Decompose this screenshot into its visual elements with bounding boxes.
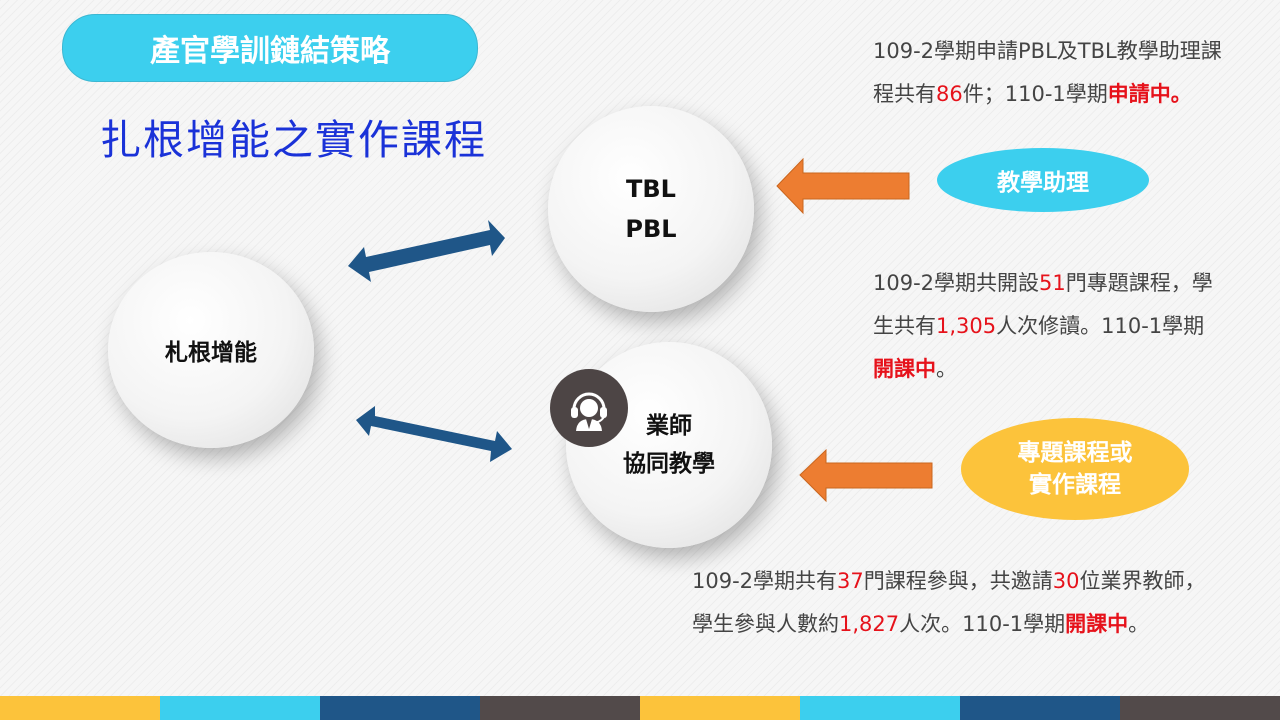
footer-bar-4 <box>480 696 640 720</box>
root-circle: 札根增能 <box>108 252 314 448</box>
t1-count: 86 <box>936 82 963 106</box>
customer-support-headset-icon <box>550 369 628 447</box>
tbl-pbl-circle: TBL PBL <box>548 106 754 312</box>
t2-part-a: 109-2學期共開設 <box>873 271 1040 295</box>
project-course-label-line2: 實作課程 <box>1029 472 1121 498</box>
t3-part-d: 學生參與人數約 <box>692 612 839 636</box>
teaching-assistant-ellipse: 教學助理 <box>937 148 1149 212</box>
teacher-label-line1: 業師 <box>646 413 692 439</box>
footer-bar-1 <box>0 696 160 720</box>
orange-arrow-upper <box>776 157 910 215</box>
double-arrow-lower <box>356 406 512 462</box>
industry-teacher-stats-text: 109-2學期共有37門課程參與，共邀請30位業界教師， 學生參與人數約1,82… <box>692 560 1206 646</box>
t2-students: 1,305 <box>936 314 997 338</box>
footer-bar-3 <box>320 696 480 720</box>
teacher-label-line2: 協同教學 <box>623 451 715 477</box>
t3-courses: 37 <box>837 569 864 593</box>
root-circle-label: 札根增能 <box>165 340 257 366</box>
tbl-label: TBL <box>626 175 676 203</box>
t1-period: 。 <box>1170 82 1192 106</box>
t3-part-a: 109-2學期共有 <box>692 569 838 593</box>
t2-part-d: 人次修讀。110-1學期 <box>996 314 1205 338</box>
t1-status: 申請中 <box>1107 82 1171 106</box>
orange-arrow-lower <box>799 448 933 503</box>
double-arrow-upper <box>348 220 505 282</box>
footer-bar-7 <box>960 696 1120 720</box>
page-title: 產官學訓鏈結策略 <box>150 34 390 69</box>
project-course-ellipse: 專題課程或 實作課程 <box>961 418 1189 520</box>
pbl-label: PBL <box>625 215 677 243</box>
t3-part-b: 門課程參與，共邀請 <box>863 569 1053 593</box>
t3-part-c: 位業界教師， <box>1079 569 1206 593</box>
title-pill: 產官學訓鏈結策略 <box>62 14 478 82</box>
t1-part-c: 件；110-1學期 <box>962 82 1108 106</box>
t3-period: 。 <box>1128 612 1150 636</box>
assistant-stats-text: 109-2學期申請PBL及TBL教學助理課 程共有86件；110-1學期申請中。 <box>873 30 1222 116</box>
t1-line1: 109-2學期申請PBL及TBL教學助理課 <box>873 39 1222 63</box>
t2-period: 。 <box>936 357 957 381</box>
t2-part-b: 門專題課程，學 <box>1065 271 1213 295</box>
page-subtitle: 扎根增能之實作課程 <box>100 116 487 164</box>
t3-part-e: 人次。110-1學期 <box>899 612 1066 636</box>
footer-bar-5 <box>640 696 800 720</box>
t2-status: 開課中 <box>873 357 936 381</box>
footer-bar-2 <box>160 696 320 720</box>
t2-courses: 51 <box>1039 271 1066 295</box>
t3-students: 1,827 <box>839 612 900 636</box>
footer-bar-6 <box>800 696 960 720</box>
footer-bar-8 <box>1120 696 1280 720</box>
t3-status: 開課中 <box>1065 612 1129 636</box>
t3-teachers: 30 <box>1052 569 1080 593</box>
project-course-label-line1: 專題課程或 <box>1017 440 1133 466</box>
teaching-assistant-label: 教學助理 <box>997 170 1089 196</box>
t1-part-b: 程共有 <box>873 82 936 106</box>
project-stats-text: 109-2學期共開設51門專題課程，學 生共有1,305人次修讀。110-1學期… <box>873 262 1213 391</box>
t2-part-c: 生共有 <box>873 314 936 338</box>
